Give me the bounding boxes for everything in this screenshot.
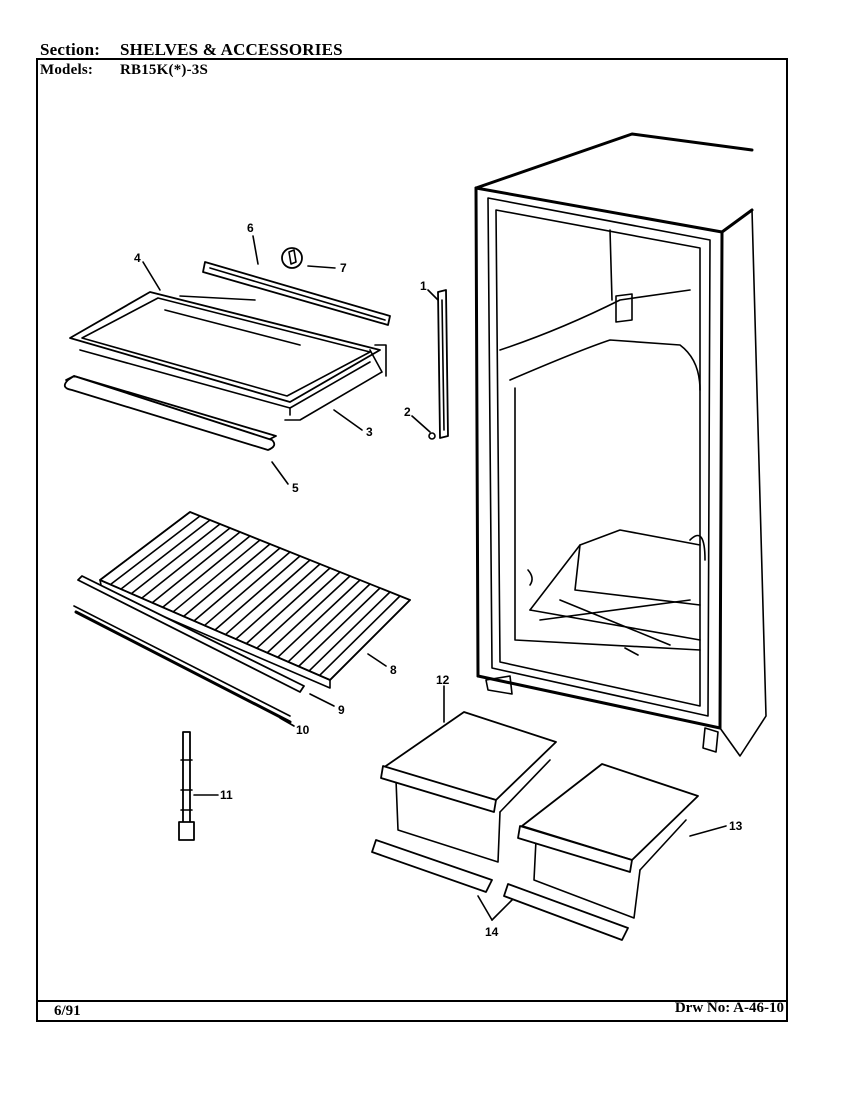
section-label: Section:	[40, 40, 101, 59]
callout-7: 7	[340, 261, 347, 275]
section-title: SHELVES & ACCESSORIES	[120, 40, 343, 59]
callout-1: 1	[420, 279, 427, 293]
callout-11: 11	[220, 788, 233, 802]
wire-bar	[256, 571, 341, 649]
callout-6: 6	[247, 221, 254, 235]
wire-bar	[245, 567, 331, 645]
wire-bar	[266, 575, 351, 654]
wire-bar	[109, 515, 201, 586]
callout-labels: 6 4 7 1 2 3 5 8 9 10 11 12 13 14	[134, 221, 743, 939]
callout-8: 8	[390, 663, 397, 677]
callout-12: 12	[436, 673, 450, 687]
models-value: RB15K(*)-3S	[120, 62, 209, 78]
wire-bar	[161, 535, 251, 609]
damper-control	[178, 731, 195, 841]
wire-bar	[141, 527, 231, 599]
wire-bar	[235, 563, 321, 640]
wire-bar	[276, 579, 361, 659]
callout-13: 13	[729, 819, 743, 833]
wire-bar	[130, 523, 221, 595]
wire-shelf-assembly	[73, 511, 411, 724]
wire-bar	[182, 543, 271, 618]
wire-bar	[99, 511, 191, 581]
wire-bar	[297, 587, 381, 668]
glass-shelf-assembly	[63, 247, 391, 451]
callout-5: 5	[292, 481, 299, 495]
wire-bar	[329, 599, 411, 681]
wire-bar	[308, 591, 391, 672]
wire-bar	[172, 539, 261, 613]
wire-bar	[214, 555, 301, 631]
wire-bar	[203, 551, 291, 627]
crisper-pan-13	[517, 763, 699, 919]
crisper-rails-14	[371, 839, 629, 941]
shelf-support-rail	[428, 289, 449, 440]
crisper-pan-12	[380, 711, 557, 863]
wire-bar	[224, 559, 311, 636]
wire-bar	[287, 583, 371, 663]
wire-bar	[193, 547, 281, 622]
callout-2: 2	[404, 405, 411, 419]
callout-10: 10	[296, 723, 310, 737]
wire-bar	[151, 531, 241, 604]
wire-bar	[318, 595, 401, 677]
cabinet-illustration	[474, 132, 767, 757]
drawing-number: Drw No: A-46-10	[674, 1000, 784, 1016]
diagram-frame	[36, 58, 788, 1022]
callout-3: 3	[366, 425, 373, 439]
callout-9: 9	[338, 703, 345, 717]
callout-4: 4	[134, 251, 141, 265]
wire-bar	[120, 519, 211, 590]
footer-date: 6/91	[54, 1003, 81, 1019]
models-label: Models:	[40, 62, 94, 78]
footer-divider	[36, 1000, 788, 1002]
callout-14: 14	[485, 925, 499, 939]
